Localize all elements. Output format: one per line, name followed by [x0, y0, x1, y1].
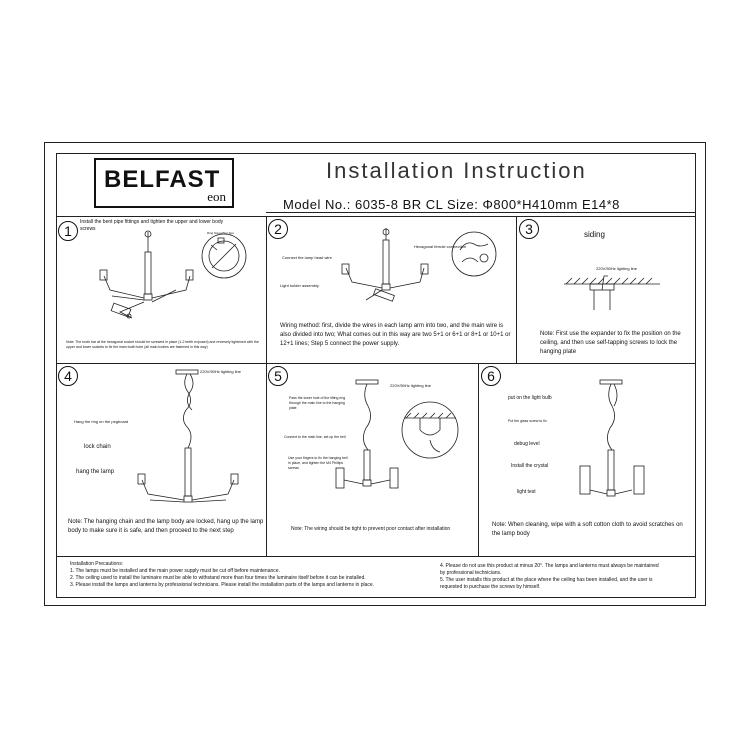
precautions-heading: Installation Precautions: — [70, 561, 124, 567]
step3-note: Note: First use the expander to fix the … — [540, 331, 681, 355]
top-row-divider — [56, 216, 696, 217]
precaution-item: requested to purchase the screws by hims… — [440, 584, 541, 590]
step1-detail-circle — [201, 233, 247, 279]
step4-note: Note: The hanging chain and the lamp bod… — [68, 519, 264, 534]
middle-row-divider — [56, 363, 696, 364]
page-title: Installation Instruction — [326, 158, 587, 183]
step5-fingers-label: Use your fingers to fix the hanging bell… — [288, 456, 348, 470]
precaution-item: by professional technicians. — [440, 570, 502, 576]
step5-note: Note: The wiring should be tight to prev… — [291, 526, 451, 532]
step5-power-label: 220V/50Hz lighting line — [390, 383, 431, 388]
step4-hang-label: hang the lamp — [76, 469, 115, 475]
step3-power-label: 220V/50Hz lighting line — [596, 266, 637, 271]
precaution-item: 2. The ceiling used to install the lumin… — [70, 575, 366, 581]
bottom-row-divider — [56, 556, 696, 557]
precaution-item: 1. The lamps must be installed and the m… — [70, 568, 280, 574]
step1-note: Note: The tooth bar at the hexagonal soc… — [66, 340, 259, 349]
step-number-2: 2 — [268, 219, 288, 239]
step2-connect-label: Connect the lamp head wire — [282, 255, 332, 260]
precaution-item: 3. Please install the lamps and lanterns… — [70, 582, 375, 588]
precaution-item: 4. Please do not use this product at min… — [440, 563, 659, 569]
inner-frame — [56, 153, 696, 598]
step5-connect-label: Connect to the main line, set up the bel… — [284, 435, 346, 439]
step1-callout: Ring Screw/Nut Spn — [207, 231, 235, 235]
step6-chandelier-drawing — [579, 379, 645, 497]
step-number-4: 4 — [58, 366, 78, 386]
brand-main: BELFAST — [104, 166, 221, 193]
col-divider-2 — [516, 216, 517, 363]
header-divider — [266, 212, 696, 213]
step3-ceiling-drawing — [564, 275, 660, 310]
step3-siding-label: siding — [584, 230, 605, 239]
step6-debug-label: debug level — [514, 441, 540, 447]
step5-detail-circle — [401, 401, 459, 459]
step1-text: Install the bent pipe fittings and tight… — [80, 219, 224, 232]
step-number-5: 5 — [268, 366, 288, 386]
model-line: Model No.: 6035-8 BR CL Size: Φ800*H410m… — [283, 197, 620, 212]
precautions-left: Installation Precautions: 1. The lamps m… — [70, 561, 374, 589]
step6-note: Note: When cleaning, wipe with a soft co… — [492, 522, 683, 537]
precaution-item: 5. The user installs this product at the… — [440, 577, 653, 583]
precautions-right: 4. Please do not use this product at min… — [440, 563, 659, 591]
step5-pass-label: Pass the lower hole of the lifting ring … — [289, 396, 346, 410]
step2-detail-circle — [451, 231, 497, 277]
step4-power-label: 220V/50Hz lighting line — [200, 369, 241, 374]
step-number-3: 3 — [519, 219, 539, 239]
step6-bulb-label: put on the light bulb — [508, 395, 552, 401]
step5-chandelier-drawing — [335, 379, 399, 489]
step2-note: Wiring method: first, divide the wires i… — [280, 323, 511, 347]
col-divider-4 — [478, 363, 479, 556]
step4-lock-label: lock chain — [84, 444, 111, 450]
step6-glass-label: Put the glass screw to fix — [508, 419, 547, 423]
step2-holder-label: Light holder assembly — [280, 283, 319, 288]
step-number-6: 6 — [481, 366, 501, 386]
step4-ring-label: Hang the ring on the pegboard — [74, 419, 129, 424]
col-divider-1 — [266, 216, 267, 363]
col-divider-3 — [266, 363, 267, 556]
step2-hex-label: Hexagonal ferrule connection — [414, 244, 467, 249]
step-number-1: 1 — [58, 221, 78, 241]
brand-logo: BELFAST eon — [94, 158, 234, 208]
step1-chandelier-drawing — [99, 230, 194, 319]
step2-drawing — [341, 228, 429, 302]
step6-crystal-label: Install the crystal — [511, 463, 549, 469]
step6-test-label: light test — [517, 489, 536, 495]
outer-frame — [44, 142, 706, 606]
step4-chandelier-drawing — [137, 369, 239, 503]
brand-sub: eon — [207, 189, 226, 204]
